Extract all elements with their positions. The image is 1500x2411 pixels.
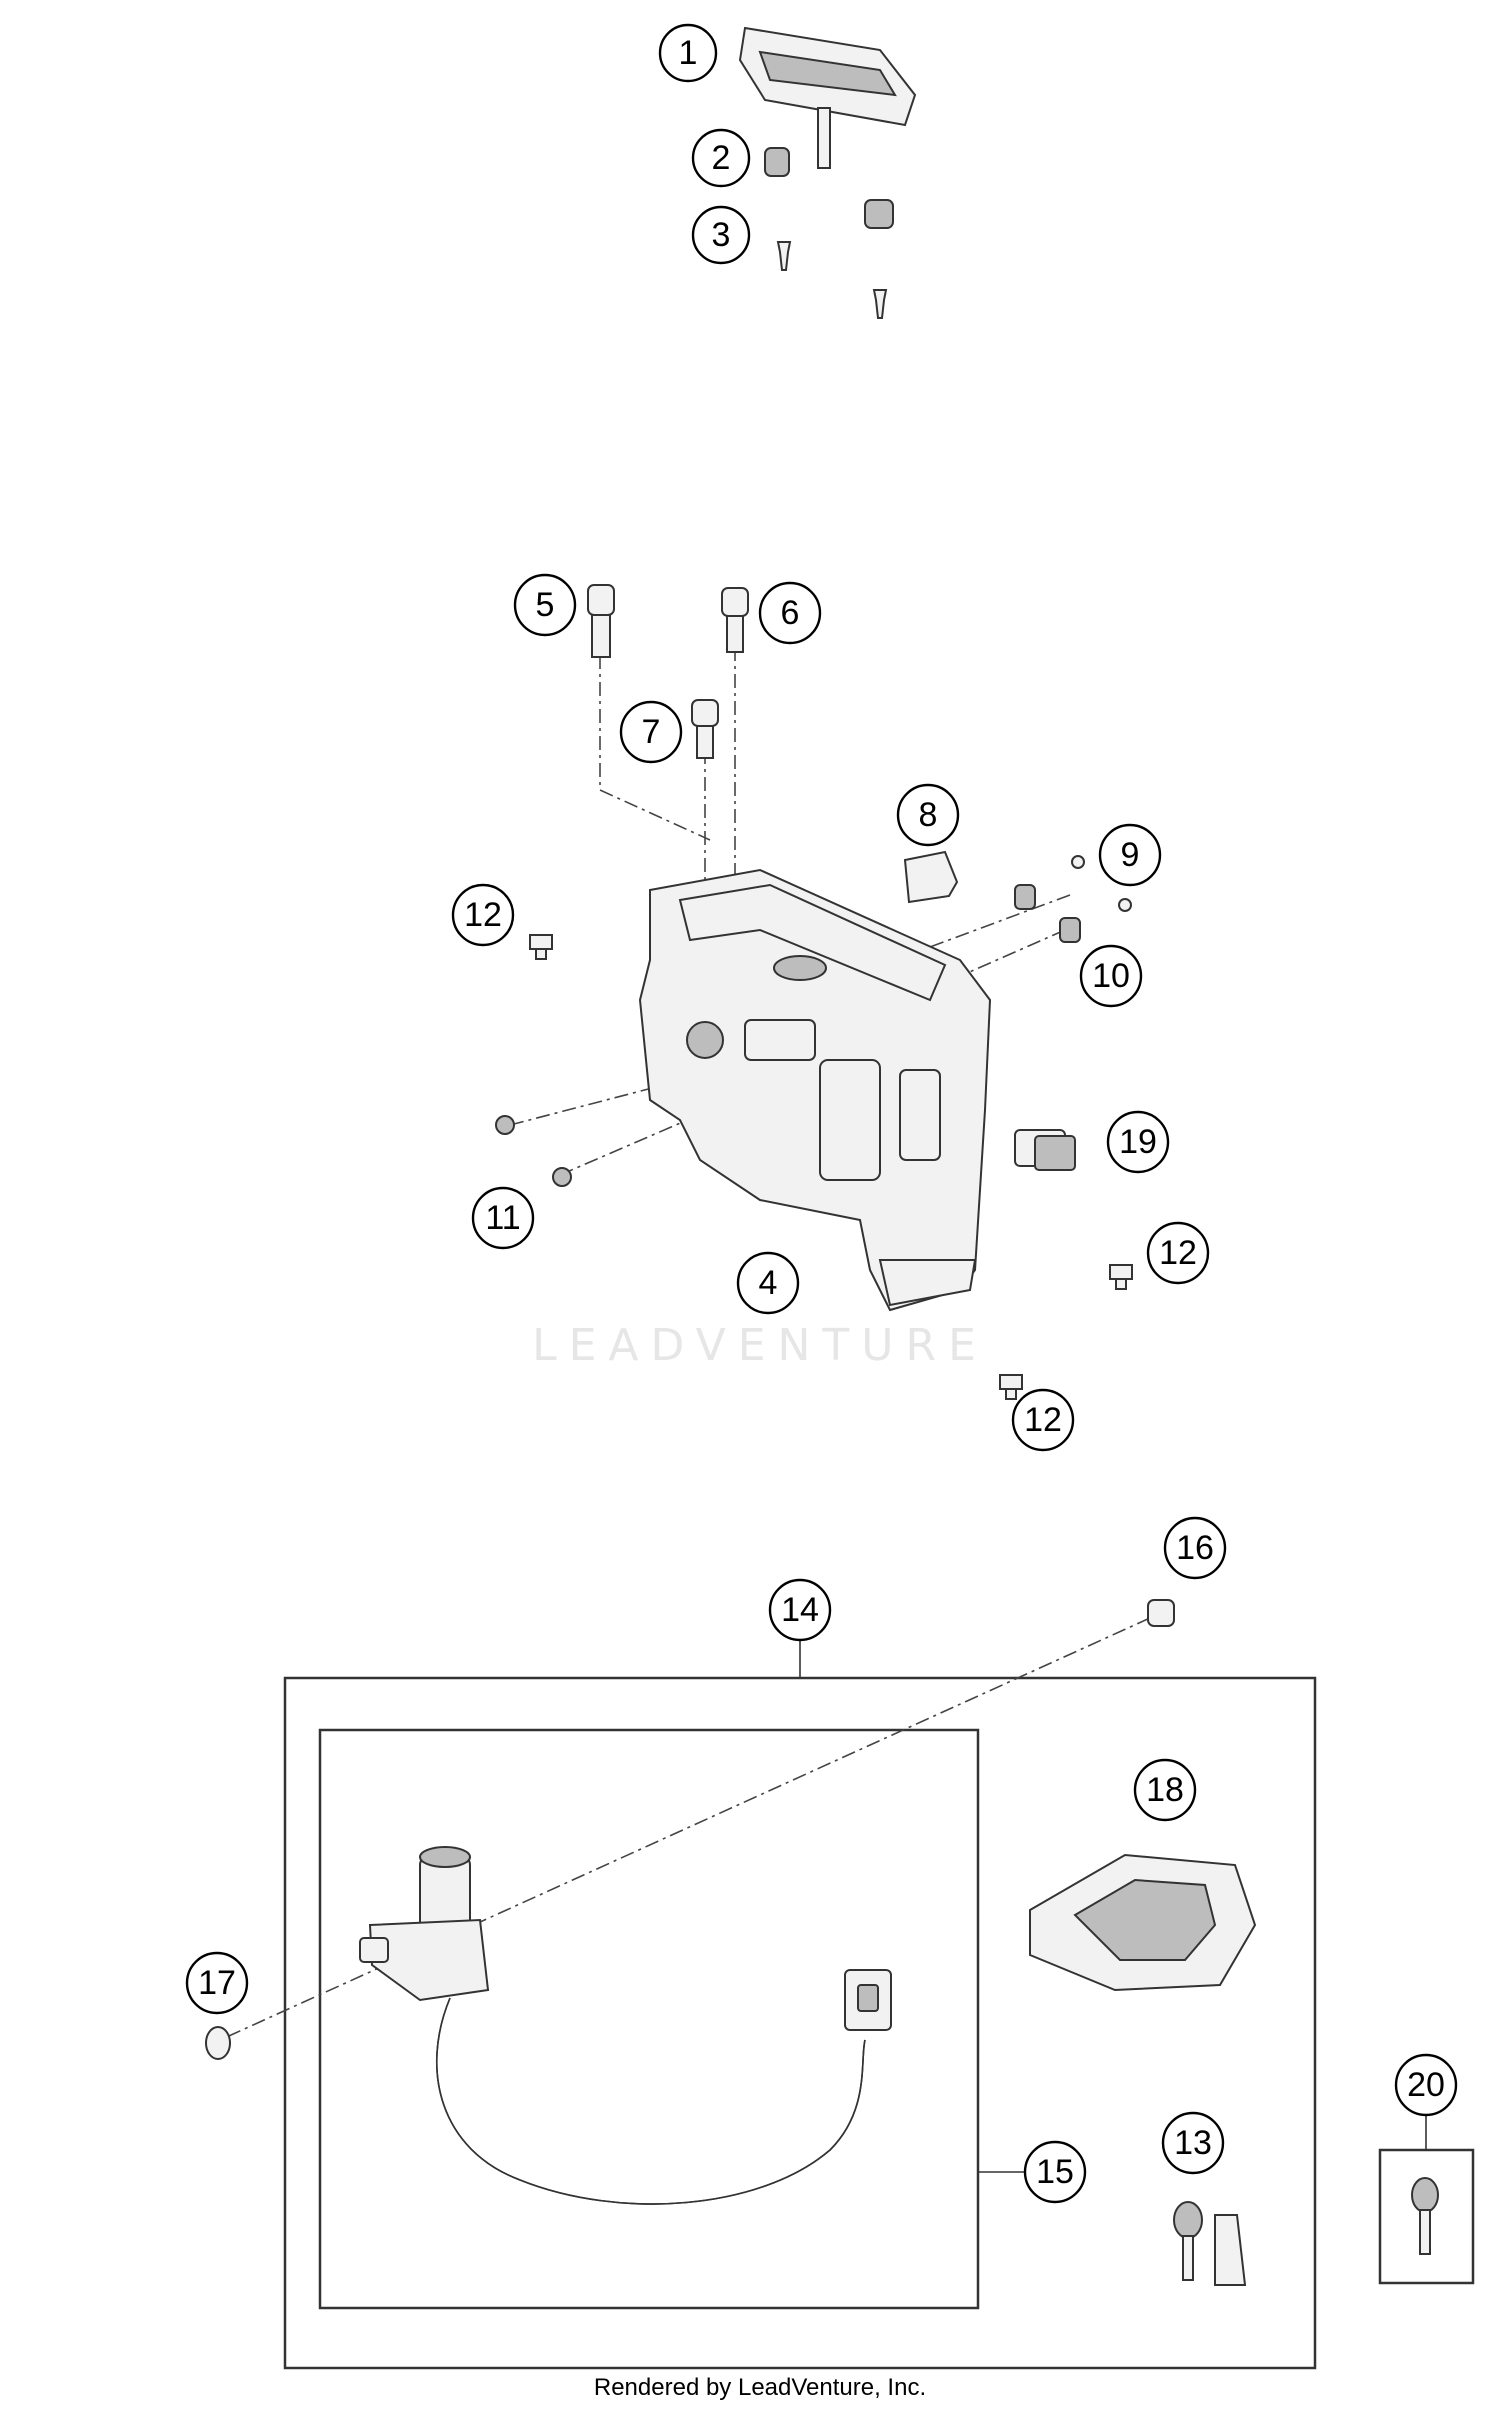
svg-text:13: 13 (1174, 2124, 1212, 2162)
leader-11a (509, 1059, 761, 1126)
part-3-screw (776, 241, 888, 319)
svg-text:14: 14 (781, 1591, 819, 1629)
callout-5: 5 (513, 573, 577, 637)
callout-13: 13 (1161, 2111, 1225, 2175)
part-11-nut (495, 1115, 572, 1187)
svg-text:10: 10 (1092, 957, 1130, 995)
part-2-rubber-grommet (764, 147, 894, 229)
callout-15: 15 (1023, 2140, 1087, 2204)
callout-3: 3 (691, 205, 751, 265)
part-1-instrument-cover (738, 26, 917, 169)
part-8-clip (903, 850, 959, 904)
callout-9: 9 (1098, 823, 1162, 887)
svg-text:18: 18 (1146, 1771, 1184, 1809)
part-4-bracket (638, 868, 992, 1312)
callout-6: 6 (758, 581, 822, 645)
callout-12: 12 (451, 883, 515, 947)
callout-12: 12 (1011, 1388, 1075, 1452)
kit-frame-15 (318, 1728, 980, 2310)
callout-17: 17 (185, 1951, 249, 2015)
svg-text:2: 2 (712, 139, 731, 177)
part-19-connector (1014, 1129, 1076, 1171)
callout-16: 16 (1163, 1516, 1227, 1580)
svg-text:15: 15 (1036, 2153, 1074, 2191)
svg-text:1: 1 (679, 34, 698, 72)
part-17-o-ring (205, 2026, 231, 2060)
callout-10: 10 (1079, 944, 1143, 1008)
svg-text:5: 5 (536, 586, 555, 624)
part-16-screw (1147, 1599, 1175, 1627)
callout-11: 11 (471, 1186, 535, 1250)
callout-12: 12 (1146, 1221, 1210, 1285)
callout-19: 19 (1106, 1110, 1170, 1174)
svg-text:4: 4 (759, 1264, 778, 1302)
svg-text:12: 12 (1159, 1234, 1197, 1272)
part-6-bolt (721, 587, 749, 653)
part-15-ignition-lock (359, 1846, 892, 2205)
leader-5 (599, 655, 711, 841)
part-13-key-blank (1173, 2201, 1247, 2286)
svg-text:12: 12 (1024, 1401, 1062, 1439)
svg-text:19: 19 (1119, 1123, 1157, 1161)
svg-text:17: 17 (198, 1964, 236, 2002)
leader-16-17 (219, 1617, 1151, 2041)
svg-text:7: 7 (642, 713, 661, 751)
svg-text:6: 6 (781, 594, 800, 632)
part-20-key (1411, 2177, 1439, 2255)
render-credit: Rendered by LeadVenture, Inc. (594, 2374, 926, 2401)
svg-text:3: 3 (712, 216, 731, 254)
svg-text:11: 11 (485, 1199, 520, 1237)
callout-7: 7 (619, 700, 683, 764)
part-7-bolt (691, 699, 719, 759)
callout-20: 20 (1394, 2053, 1458, 2117)
callout-2: 2 (691, 128, 751, 188)
callout-4: 4 (736, 1251, 800, 1315)
watermark: LEADVENTURE (532, 1320, 988, 1371)
svg-text:9: 9 (1121, 836, 1140, 874)
svg-text:20: 20 (1407, 2066, 1445, 2104)
callout-8: 8 (896, 783, 960, 847)
callout-18: 18 (1133, 1758, 1197, 1822)
part-9-washer (1014, 855, 1085, 910)
callout-1: 1 (658, 23, 718, 83)
part-12-screws (529, 934, 1133, 1400)
svg-text:12: 12 (464, 896, 502, 934)
svg-text:8: 8 (919, 796, 938, 834)
part-5-bolt (587, 584, 615, 658)
part-18-key-cover (1029, 1853, 1257, 1992)
svg-text:16: 16 (1176, 1529, 1214, 1567)
part-10-washer (1059, 898, 1132, 943)
callout-14: 14 (768, 1578, 832, 1642)
